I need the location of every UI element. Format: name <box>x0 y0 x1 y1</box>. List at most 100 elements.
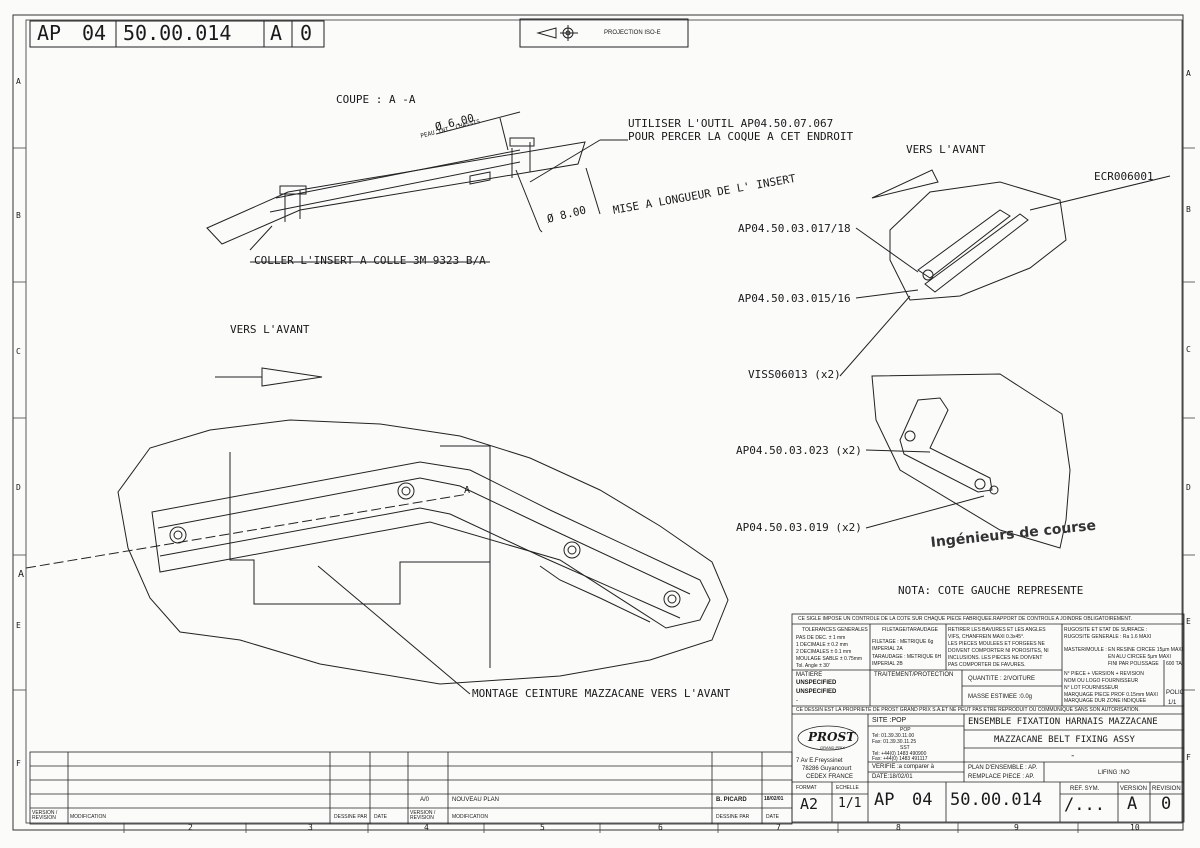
plan-ensemble: PLAN D'ENSEMBLE : AP. <box>968 765 1038 771</box>
notes-row-3: LES PIECES MOULEES ET FORGEES NE <box>948 641 1045 647</box>
remplace-piece: REMPLACE PIECE : AP. <box>968 774 1035 780</box>
row-label-c-left: C <box>16 347 21 356</box>
label-017: AP04.50.03.017/18 <box>738 222 851 235</box>
label-ecr: ECR006001 <box>1094 170 1154 183</box>
filetage-row-1: FILETAGE : METRIQUE 6g <box>872 639 934 645</box>
echelle-value: 1/1 <box>838 796 862 811</box>
inner-frame <box>25 19 1183 824</box>
folio-value: 1/1 <box>1168 700 1177 706</box>
row-label-f-left: F <box>16 759 21 768</box>
version-note-2: NOM OU LOGO FOURNISSEUR <box>1064 678 1139 684</box>
title-dash: - <box>1070 751 1076 761</box>
filetage-row-4: IMPERIAL 2B <box>872 661 903 667</box>
row-label-a-left: A <box>16 77 21 86</box>
revision-table-grid <box>29 751 793 825</box>
rev-header-designer2: DESSINE PAR <box>716 814 750 820</box>
detail-direction-label: VERS L'AVANT <box>906 143 986 156</box>
label-015: AP04.50.03.015/16 <box>738 292 851 305</box>
col-label-8: 8 <box>896 823 901 832</box>
part-prefix: AP <box>37 21 62 45</box>
tolerance-row-3: 2 DECIMALES ± 0.1 mm <box>796 649 852 655</box>
address-line3: CEDEX FRANCE <box>806 774 854 780</box>
col-label-5: 5 <box>540 823 545 832</box>
rev-header-designer: DESSINE PAR <box>334 814 368 820</box>
projection-box <box>519 18 689 48</box>
date-label: DATE:18/02/01 <box>872 774 913 780</box>
section-mark: A <box>464 485 471 496</box>
rev-header-modification: MODIFICATION <box>70 814 107 820</box>
address-line1: 7 Av E.Freyssinet <box>796 758 843 764</box>
row-label-d-right: D <box>1186 483 1191 492</box>
version-note-1: N° PIECE + VERSION + REVISION <box>1064 671 1144 677</box>
section-title: COUPE : A -A <box>336 93 416 106</box>
bottom-number: 50.00.014 <box>950 790 1043 810</box>
site-fax2: Fax: +44(0) 1483 491117 <box>872 756 928 762</box>
row-label-a-right: A <box>1186 69 1191 78</box>
mount-label: MONTAGE CEINTURE MAZZACANE VERS L'AVANT <box>472 687 731 700</box>
tolerance-row-1: PAS DE DEC. ± 1 mm <box>796 635 846 641</box>
ref-sym-value: /... <box>1064 795 1105 815</box>
rev-ao-designer: B. PICARD <box>716 797 747 803</box>
projection-label: PROJECTION ISO-E <box>604 30 661 36</box>
site-tel2: Tel: +44(0) 1483 490900 <box>872 751 927 757</box>
tolerance-row-4: MOULAGE SABLE ± 0.75mm <box>796 656 863 662</box>
format-label: FORMAT <box>796 785 817 791</box>
version-label: VERSION <box>1120 786 1148 792</box>
col-label-7: 7 <box>776 823 781 832</box>
version-note-4: MARQUAGE PIECE PROF 0.15mm MAXI <box>1064 692 1158 698</box>
section-mark-left: A <box>18 569 25 580</box>
part-number: 50.00.014 <box>123 21 232 45</box>
rev-ao-date: 18/02/01 <box>764 796 784 802</box>
revision-value: 0 <box>1161 794 1172 814</box>
top-title-box <box>29 20 325 48</box>
detail-view-lower <box>865 373 1071 549</box>
main-direction-label: VERS L'AVANT <box>230 323 310 336</box>
company-logo: PROST <box>808 730 856 744</box>
polish-side: POLIC <box>1166 690 1185 696</box>
matiere-label: MATIERE <box>796 672 823 678</box>
control-note: CE SIGLE IMPOSE UN CONTROLE DE LA COTE S… <box>798 616 1132 622</box>
polish-value: 600 TA <box>1166 661 1182 667</box>
notes-row-6: PAS COMPORTER DE FAVURES. <box>948 662 1026 668</box>
col-label-4: 4 <box>424 823 429 832</box>
notes-row-1: RETIRER LES BAVURES ET LES ANGLES <box>948 627 1046 633</box>
verifie-label: VERIFIE :a comparer à <box>872 764 935 770</box>
side-note: NOTA: COTE GAUCHE REPRESENTE <box>898 584 1084 597</box>
traitement-label: TRAITEMENT/PROTECTION <box>874 672 954 678</box>
filetage-title: FILETAGE/TARAUDAGE <box>882 627 938 633</box>
detail-view-upper <box>839 169 1171 377</box>
row-label-e-left: E <box>16 621 21 630</box>
rev-ao-value: A/0 <box>420 797 430 803</box>
ref-sym-label: REF. SYM. <box>1070 786 1100 792</box>
version-note-3: N° LOT FOURNISSEUR <box>1064 685 1119 691</box>
site-tel: Tel: 01.39.30.11.00 <box>872 733 915 739</box>
site-code2: SST <box>900 745 910 751</box>
col-label-9: 9 <box>1014 823 1019 832</box>
revision-index: 0 <box>300 21 313 45</box>
label-019: AP04.50.03.019 (x2) <box>736 521 862 534</box>
revision-label: REVISION <box>1152 786 1181 792</box>
echelle-label: ECHELLE <box>836 785 859 791</box>
col-label-3: 3 <box>308 823 313 832</box>
col-label-2: 2 <box>188 823 193 832</box>
notes-row-5: INCLUSIONS. LES PIECES NE DOIVENT <box>948 655 1043 661</box>
rev-ao-description: NOUVEAU PLAN <box>452 797 500 803</box>
rev-header-version: VERSION / REVISION <box>32 810 58 821</box>
notes-row-2: VIFS, CHANFREIN MAXI 0.3x45°. <box>948 634 1025 640</box>
filetage-row-2: IMPERIAL 2A <box>872 646 903 652</box>
lifting: LIFING :NO <box>1098 770 1130 776</box>
title-en: MAZZACANE BELT FIXING ASSY <box>994 735 1135 745</box>
col-label-6: 6 <box>658 823 663 832</box>
revision-letter: A <box>270 21 283 45</box>
matiere-row-3: - <box>796 698 798 704</box>
matiere-row-2: UNSPECIFIED <box>796 689 837 695</box>
site-fax: Fax: 01.39.30.11.25 <box>872 739 917 745</box>
row-label-d-left: D <box>16 483 21 492</box>
tolerances-title: TOLERANCES GENERALES <box>802 627 868 633</box>
tolerance-row-5: Tol. Angle ± 30' <box>796 663 830 669</box>
section-view <box>206 111 628 263</box>
row-label-e-right: E <box>1186 617 1191 626</box>
col-label-10: 10 <box>1130 823 1140 832</box>
